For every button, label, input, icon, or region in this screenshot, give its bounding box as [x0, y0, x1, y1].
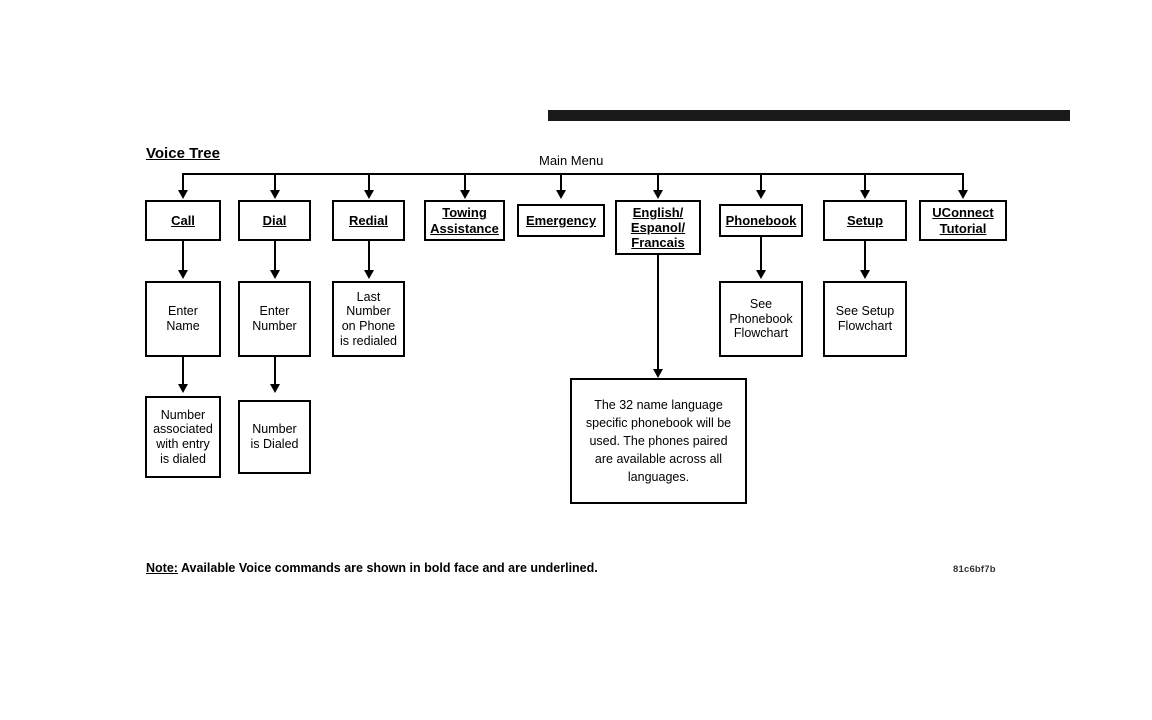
document-code: 81c6bf7b	[953, 564, 996, 575]
connector-main-to-emergency	[560, 173, 562, 192]
arrowhead-main-to-towing	[460, 190, 470, 199]
node-last-number-redialed-label: Last Number on Phone is redialed	[340, 289, 397, 348]
arrowhead-main-to-emergency	[556, 190, 566, 199]
node-last-number-redialed: Last Number on Phone is redialed	[332, 281, 405, 357]
node-language-label: English/ Espanol/ Francais	[630, 204, 686, 251]
main-menu-label: Main Menu	[539, 153, 604, 168]
node-call-label: Call	[171, 212, 195, 228]
node-dial[interactable]: Dial	[238, 200, 311, 241]
connector-call-to-enter-name	[182, 241, 184, 272]
node-redial-label: Redial	[348, 212, 388, 228]
node-see-phonebook-flowchart: See Phonebook Flowchart	[719, 281, 803, 357]
node-towing-assistance-label: Towing Assistance	[430, 205, 499, 236]
connector-main-to-uconnect	[962, 173, 964, 192]
node-language-note: The 32 name language specific phonebook …	[570, 378, 747, 504]
arrowhead-main-to-phonebook	[756, 190, 766, 199]
connector-main-to-redial	[368, 173, 370, 192]
arrowhead-main-to-uconnect	[958, 190, 968, 199]
node-see-setup-flowchart: See Setup Flowchart	[823, 281, 907, 357]
node-towing-assistance[interactable]: Towing Assistance	[424, 200, 505, 241]
footer-note-text: Available Voice commands are shown in bo…	[177, 561, 598, 575]
connector-redial-to-last-number	[368, 241, 370, 272]
connector-main-to-dial	[274, 173, 276, 192]
header-rule	[548, 110, 1070, 121]
arrowhead-redial-to-last-number	[364, 270, 374, 279]
arrowhead-phonebook-to-see-phonebook	[756, 270, 766, 279]
page-title: Voice Tree	[146, 145, 220, 162]
connector-main-to-call	[182, 173, 184, 192]
node-enter-name: Enter Name	[145, 281, 221, 357]
node-enter-number-label: Enter Number	[252, 304, 297, 333]
main-menu-bus	[182, 173, 964, 175]
connector-main-to-language	[657, 173, 659, 192]
connector-phonebook-to-see-phonebook	[760, 237, 762, 272]
node-phonebook-label: Phonebook	[725, 212, 797, 228]
arrowhead-enter-number-to-number-dialed	[270, 384, 280, 393]
footer-note-prefix: Note:	[146, 561, 178, 575]
node-see-setup-flowchart-label: See Setup Flowchart	[835, 304, 895, 333]
node-number-associated-dialed-label: Number associated with entry is dialed	[153, 407, 213, 466]
connector-enter-name-to-number-associated	[182, 357, 184, 386]
arrowhead-language-to-note	[653, 369, 663, 378]
arrowhead-main-to-redial	[364, 190, 374, 199]
node-setup-label: Setup	[846, 212, 884, 228]
node-call[interactable]: Call	[145, 200, 221, 241]
node-emergency[interactable]: Emergency	[517, 204, 605, 237]
node-dial-label: Dial	[262, 212, 287, 228]
connector-language-to-note	[657, 255, 659, 371]
node-uconnect-tutorial-label: UConnect Tutorial	[932, 205, 994, 236]
arrowhead-main-to-language	[653, 190, 663, 199]
connector-enter-number-to-number-dialed	[274, 357, 276, 386]
node-enter-name-label: Enter Name	[166, 304, 200, 333]
connector-main-to-phonebook	[760, 173, 762, 192]
node-see-phonebook-flowchart-label: See Phonebook Flowchart	[729, 296, 793, 341]
arrowhead-main-to-dial	[270, 190, 280, 199]
node-number-is-dialed: Number is Dialed	[238, 400, 311, 474]
arrowhead-call-to-enter-name	[178, 270, 188, 279]
node-language[interactable]: English/ Espanol/ Francais	[615, 200, 701, 255]
arrowhead-main-to-setup	[860, 190, 870, 199]
node-number-is-dialed-label: Number is Dialed	[250, 422, 299, 451]
footer-note: Note: Available Voice commands are shown…	[146, 561, 598, 575]
connector-setup-to-see-setup	[864, 241, 866, 272]
node-uconnect-tutorial[interactable]: UConnect Tutorial	[919, 200, 1007, 241]
arrowhead-dial-to-enter-number	[270, 270, 280, 279]
node-enter-number: Enter Number	[238, 281, 311, 357]
node-emergency-label: Emergency	[525, 212, 597, 228]
node-number-associated-dialed: Number associated with entry is dialed	[145, 396, 221, 478]
node-language-note-label: The 32 name language specific phonebook …	[585, 397, 732, 485]
connector-dial-to-enter-number	[274, 241, 276, 272]
arrowhead-main-to-call	[178, 190, 188, 199]
arrowhead-setup-to-see-setup	[860, 270, 870, 279]
node-setup[interactable]: Setup	[823, 200, 907, 241]
arrowhead-enter-name-to-number-associated	[178, 384, 188, 393]
node-phonebook[interactable]: Phonebook	[719, 204, 803, 237]
connector-main-to-towing	[464, 173, 466, 192]
node-redial[interactable]: Redial	[332, 200, 405, 241]
connector-main-to-setup	[864, 173, 866, 192]
